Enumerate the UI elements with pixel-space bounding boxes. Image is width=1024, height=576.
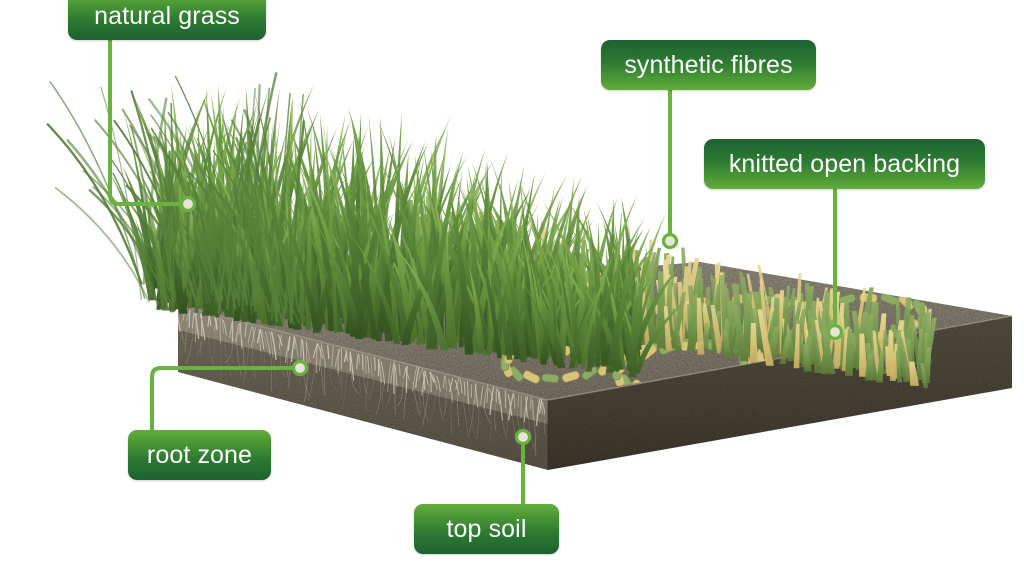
callout-label-root-zone[interactable]: root zone [128, 430, 271, 480]
callout-text-top-soil: top soil [446, 514, 527, 543]
natural-grass [46, 72, 688, 378]
callout-label-top-soil[interactable]: top soil [414, 504, 559, 554]
callout-label-natural-grass[interactable]: natural grass [68, 0, 266, 40]
callout-text-natural-grass: natural grass [94, 1, 240, 30]
root-zone-fibres [178, 307, 545, 456]
callout-label-knitted-open-backing[interactable]: knitted open backing [704, 139, 985, 189]
callout-label-synthetic-fibres[interactable]: synthetic fibres [601, 40, 816, 90]
callout-text-root-zone: root zone [146, 440, 253, 469]
callout-text-knitted-open-backing: knitted open backing [728, 149, 961, 178]
callout-text-synthetic-fibres: synthetic fibres [624, 50, 793, 79]
